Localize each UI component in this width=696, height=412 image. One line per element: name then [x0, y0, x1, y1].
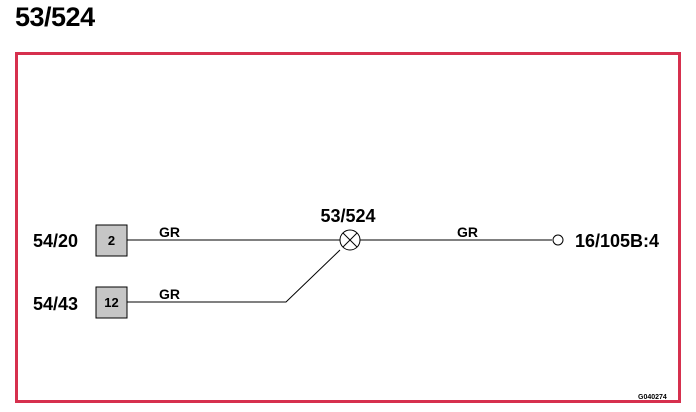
splice-symbol: [339, 229, 361, 251]
wire-color-label: GR: [159, 224, 180, 240]
connector-label-54-43: 54/43: [33, 294, 78, 314]
diagram-frame: [15, 52, 681, 403]
drawing-code: G040274: [638, 394, 667, 401]
connector-label-54-20: 54/20: [33, 231, 78, 251]
terminal-circle: [552, 234, 564, 246]
wire-color-label: GR: [457, 224, 478, 240]
page-title: 53/524: [15, 2, 95, 32]
output-terminal-label: 16/105B:4: [575, 231, 659, 251]
splice-label: 53/524: [320, 206, 375, 226]
connector-pin-number-12: 12: [104, 295, 118, 310]
connector-pin-number-2: 2: [108, 233, 115, 248]
connector-pin-box-2: [95, 224, 128, 257]
connector-pin-box-12: [95, 286, 128, 319]
wire-color-label: GR: [159, 286, 180, 302]
wire-54-43-to-splice: [127, 249, 341, 303]
